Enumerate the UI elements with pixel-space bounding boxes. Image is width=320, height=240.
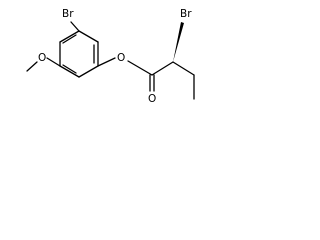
bond-ring-to-br <box>70 21 80 32</box>
atom-o-methoxy: O <box>38 52 46 64</box>
atom-o-ester: O <box>117 52 125 64</box>
atom-br-ring: Br <box>62 8 74 20</box>
bond-alpha-c-to-ch2 <box>172 61 195 76</box>
bond-carbonyl-c-to-alpha-c <box>151 61 174 76</box>
bond-methoxy-o-to-ch3 <box>26 61 38 72</box>
ring-bond-c3-c4 <box>78 65 99 78</box>
benzene-ring <box>59 30 99 78</box>
bond-ring-to-methoxy-o <box>46 57 61 67</box>
bond-ring-to-ester-o <box>97 57 116 67</box>
chemical-structure-diagram: Br O O O Br <box>26 8 195 105</box>
ring-inner-double-bond <box>62 64 77 74</box>
bond-ester-o-to-carbonyl-c <box>127 60 153 76</box>
ring-bond-c6-c1 <box>59 30 80 43</box>
ring-bond-c1-c2 <box>78 30 99 43</box>
wedge-bond-alpha-to-br <box>173 22 184 62</box>
atom-br-alpha: Br <box>180 8 192 20</box>
atom-o-carbonyl: O <box>148 93 156 105</box>
ring-bond-c4-c5 <box>59 65 80 78</box>
ring-inner-double-bond <box>62 34 77 44</box>
